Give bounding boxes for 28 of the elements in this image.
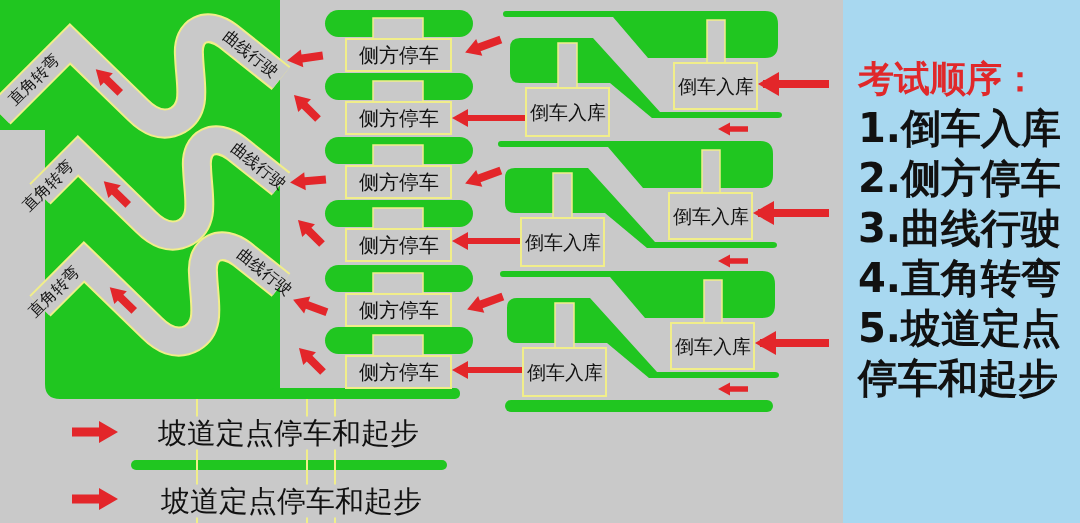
road-label: 直角转弯 — [19, 157, 77, 215]
parking-bay: 倒车入库 — [668, 192, 753, 240]
parking-bay: 侧方停车 — [345, 38, 452, 72]
parking-bay: 倒车入库 — [522, 347, 607, 397]
arrow — [452, 109, 525, 127]
list-item: 4.直角转弯 — [858, 254, 1063, 303]
parking-bay: 侧方停车 — [345, 355, 452, 389]
road-label: 直角转弯 — [25, 263, 83, 321]
list-item: 1.倒车入库 — [858, 104, 1063, 153]
list-item: 5.坡道定点停车和起步 — [858, 304, 1063, 403]
road-label: 曲线行驶 — [227, 140, 289, 192]
road-label: 直角转弯 — [5, 51, 63, 109]
arrow — [452, 232, 520, 250]
parking-bay: 侧方停车 — [345, 228, 452, 262]
parking-bay: 倒车入库 — [673, 62, 758, 110]
info-panel — [843, 0, 1080, 523]
panel-heading: 考试顺序： — [858, 57, 1038, 101]
list-item: 2.侧方停车 — [858, 154, 1063, 203]
parking-bay: 倒车入库 — [670, 322, 755, 370]
parking-bay: 侧方停车 — [345, 165, 452, 199]
parking-bay: 倒车入库 — [520, 217, 605, 267]
parking-bay: 侧方停车 — [345, 293, 452, 327]
parking-bay: 倒车入库 — [525, 87, 610, 137]
road-label: 曲线行驶 — [233, 246, 295, 298]
road-label: 曲线行驶 — [219, 28, 281, 80]
parking-bay: 侧方停车 — [345, 101, 452, 135]
arrow — [452, 361, 522, 379]
list-item: 3.曲线行驶 — [858, 204, 1063, 253]
